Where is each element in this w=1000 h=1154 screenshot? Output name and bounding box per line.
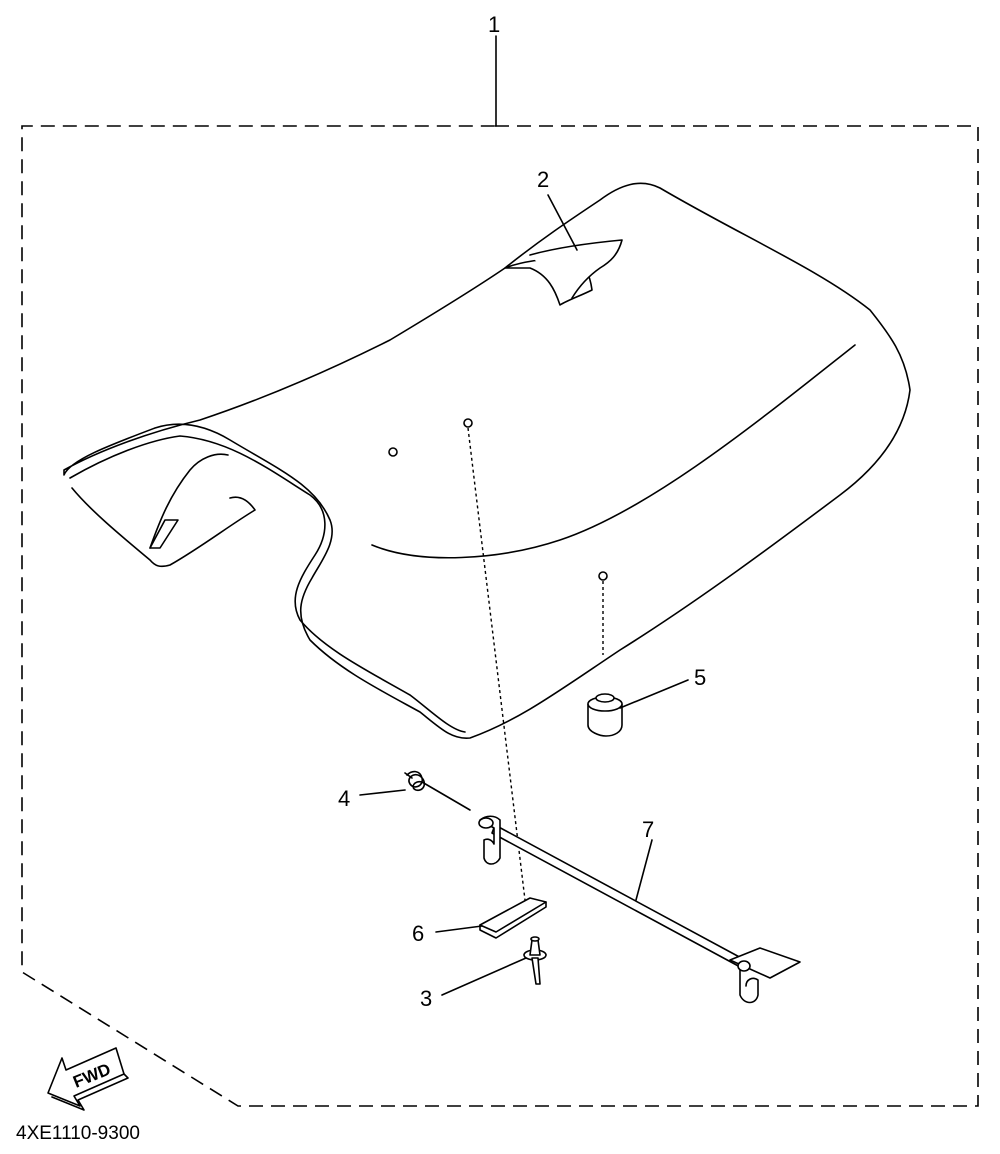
part-7-rod <box>478 815 801 1004</box>
fwd-arrow-icon: FWD <box>47 1047 129 1111</box>
alignment-line-center <box>467 427 526 901</box>
callout-6-leader <box>435 925 483 933</box>
seat-strap-band <box>529 239 623 299</box>
callout-2-leader <box>547 194 578 251</box>
seat-outline <box>63 182 911 739</box>
callout-7: 7 <box>642 817 654 842</box>
part-4-spring <box>404 770 471 811</box>
callout-4-leader <box>359 789 406 796</box>
seat-crease <box>371 344 856 559</box>
seat <box>63 182 911 739</box>
callout-6: 6 <box>412 921 424 946</box>
callout-3-leader <box>441 957 527 996</box>
seat-recess-inner <box>149 453 229 549</box>
assembly-boundary <box>21 125 979 1107</box>
seat-hole-1 <box>388 447 398 457</box>
callout-5: 5 <box>694 665 706 690</box>
part-5-damper <box>587 693 623 737</box>
seat-hole-2 <box>463 418 473 428</box>
callout-7-leader <box>635 839 653 901</box>
seat-rim <box>69 435 466 733</box>
seat-recess-tab <box>149 519 179 549</box>
callout-1: 1 <box>488 12 500 37</box>
callout-4: 4 <box>338 786 350 811</box>
part-code: 4XE1110-9300 <box>16 1123 140 1144</box>
seat-hole-3 <box>598 571 608 581</box>
callout-5-leader <box>619 679 689 709</box>
part-6-plate <box>479 897 547 939</box>
part-3-rivet <box>523 936 547 985</box>
callout-3: 3 <box>420 986 432 1011</box>
seat-front-recess <box>71 487 256 568</box>
callout-2: 2 <box>537 167 549 192</box>
